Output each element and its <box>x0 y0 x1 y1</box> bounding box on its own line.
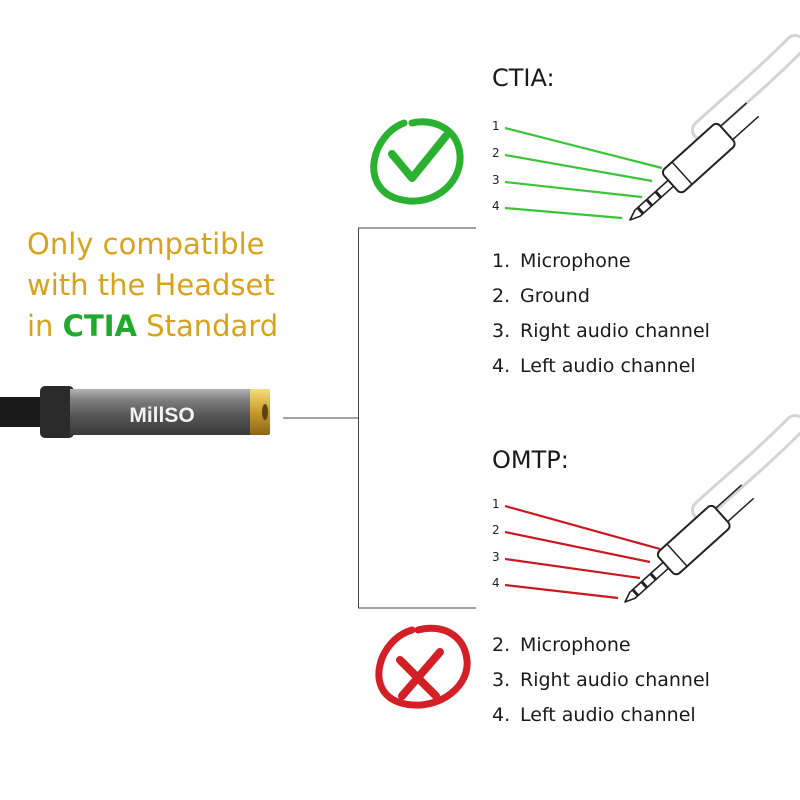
ctia-pin-lines <box>504 126 663 220</box>
omtp-plug <box>624 414 800 603</box>
ctia-pin-line-3 <box>504 180 643 199</box>
ctia-pin-number: 4 <box>492 199 500 213</box>
cross-icon <box>375 624 471 709</box>
omtp-pin-line-2 <box>504 530 651 564</box>
list-item: 2.Microphone <box>492 634 631 656</box>
omtp-pin-number: 4 <box>492 576 500 590</box>
adapter-gold-ring <box>250 389 270 435</box>
omtp-pin-line-3 <box>504 557 641 580</box>
ctia-plug <box>629 34 800 221</box>
list-item: 3.Right audio channel <box>492 320 710 342</box>
ctia-pin-list: 1.Microphone 2.Ground 3.Right audio chan… <box>492 249 710 389</box>
ctia-title: CTIA: <box>492 64 555 92</box>
ctia-pin-number: 3 <box>492 173 500 187</box>
omtp-title: OMTP: <box>492 446 569 474</box>
adapter-cable <box>0 397 45 427</box>
female-jack-adapter: MillSO <box>0 386 270 438</box>
list-item: 4.Left audio channel <box>492 355 696 377</box>
ctia-pin-number: 1 <box>492 119 500 133</box>
ctia-highlight: CTIA <box>62 309 137 343</box>
ctia-pin-line-2 <box>504 153 653 183</box>
compat-suffix: Standard <box>136 309 279 343</box>
list-item: 3.Right audio channel <box>492 669 710 691</box>
list-item: 2.Ground <box>492 285 590 307</box>
compat-line-3: in CTIA Standard <box>27 312 278 341</box>
ctia-pin-line-1 <box>504 126 663 170</box>
omtp-pin-number: 1 <box>492 497 500 511</box>
omtp-pin-line-1 <box>504 504 661 551</box>
adapter-socket-hole <box>262 404 268 420</box>
omtp-pin-line-4 <box>504 583 619 600</box>
omtp-pin-lines <box>504 504 661 600</box>
adapter-collar <box>40 386 74 438</box>
connector-lines <box>283 227 476 609</box>
checkmark-icon <box>370 118 464 205</box>
omtp-pin-number: 2 <box>492 523 500 537</box>
adapter-housing <box>70 389 252 435</box>
omtp-pin-list: 2.Microphone 3.Right audio channel 4.Lef… <box>492 633 710 738</box>
list-item: 1.Microphone <box>492 250 631 272</box>
omtp-pin-number: 3 <box>492 550 500 564</box>
compat-line-1: Only compatible <box>27 227 265 261</box>
list-item: 4.Left audio channel <box>492 704 696 726</box>
ctia-pin-line-4 <box>504 206 623 220</box>
brand-logo: MillSO <box>129 404 194 427</box>
compat-prefix: in <box>27 309 63 343</box>
compat-line-2: with the Headset <box>27 268 275 302</box>
ctia-pin-number: 2 <box>492 146 500 160</box>
